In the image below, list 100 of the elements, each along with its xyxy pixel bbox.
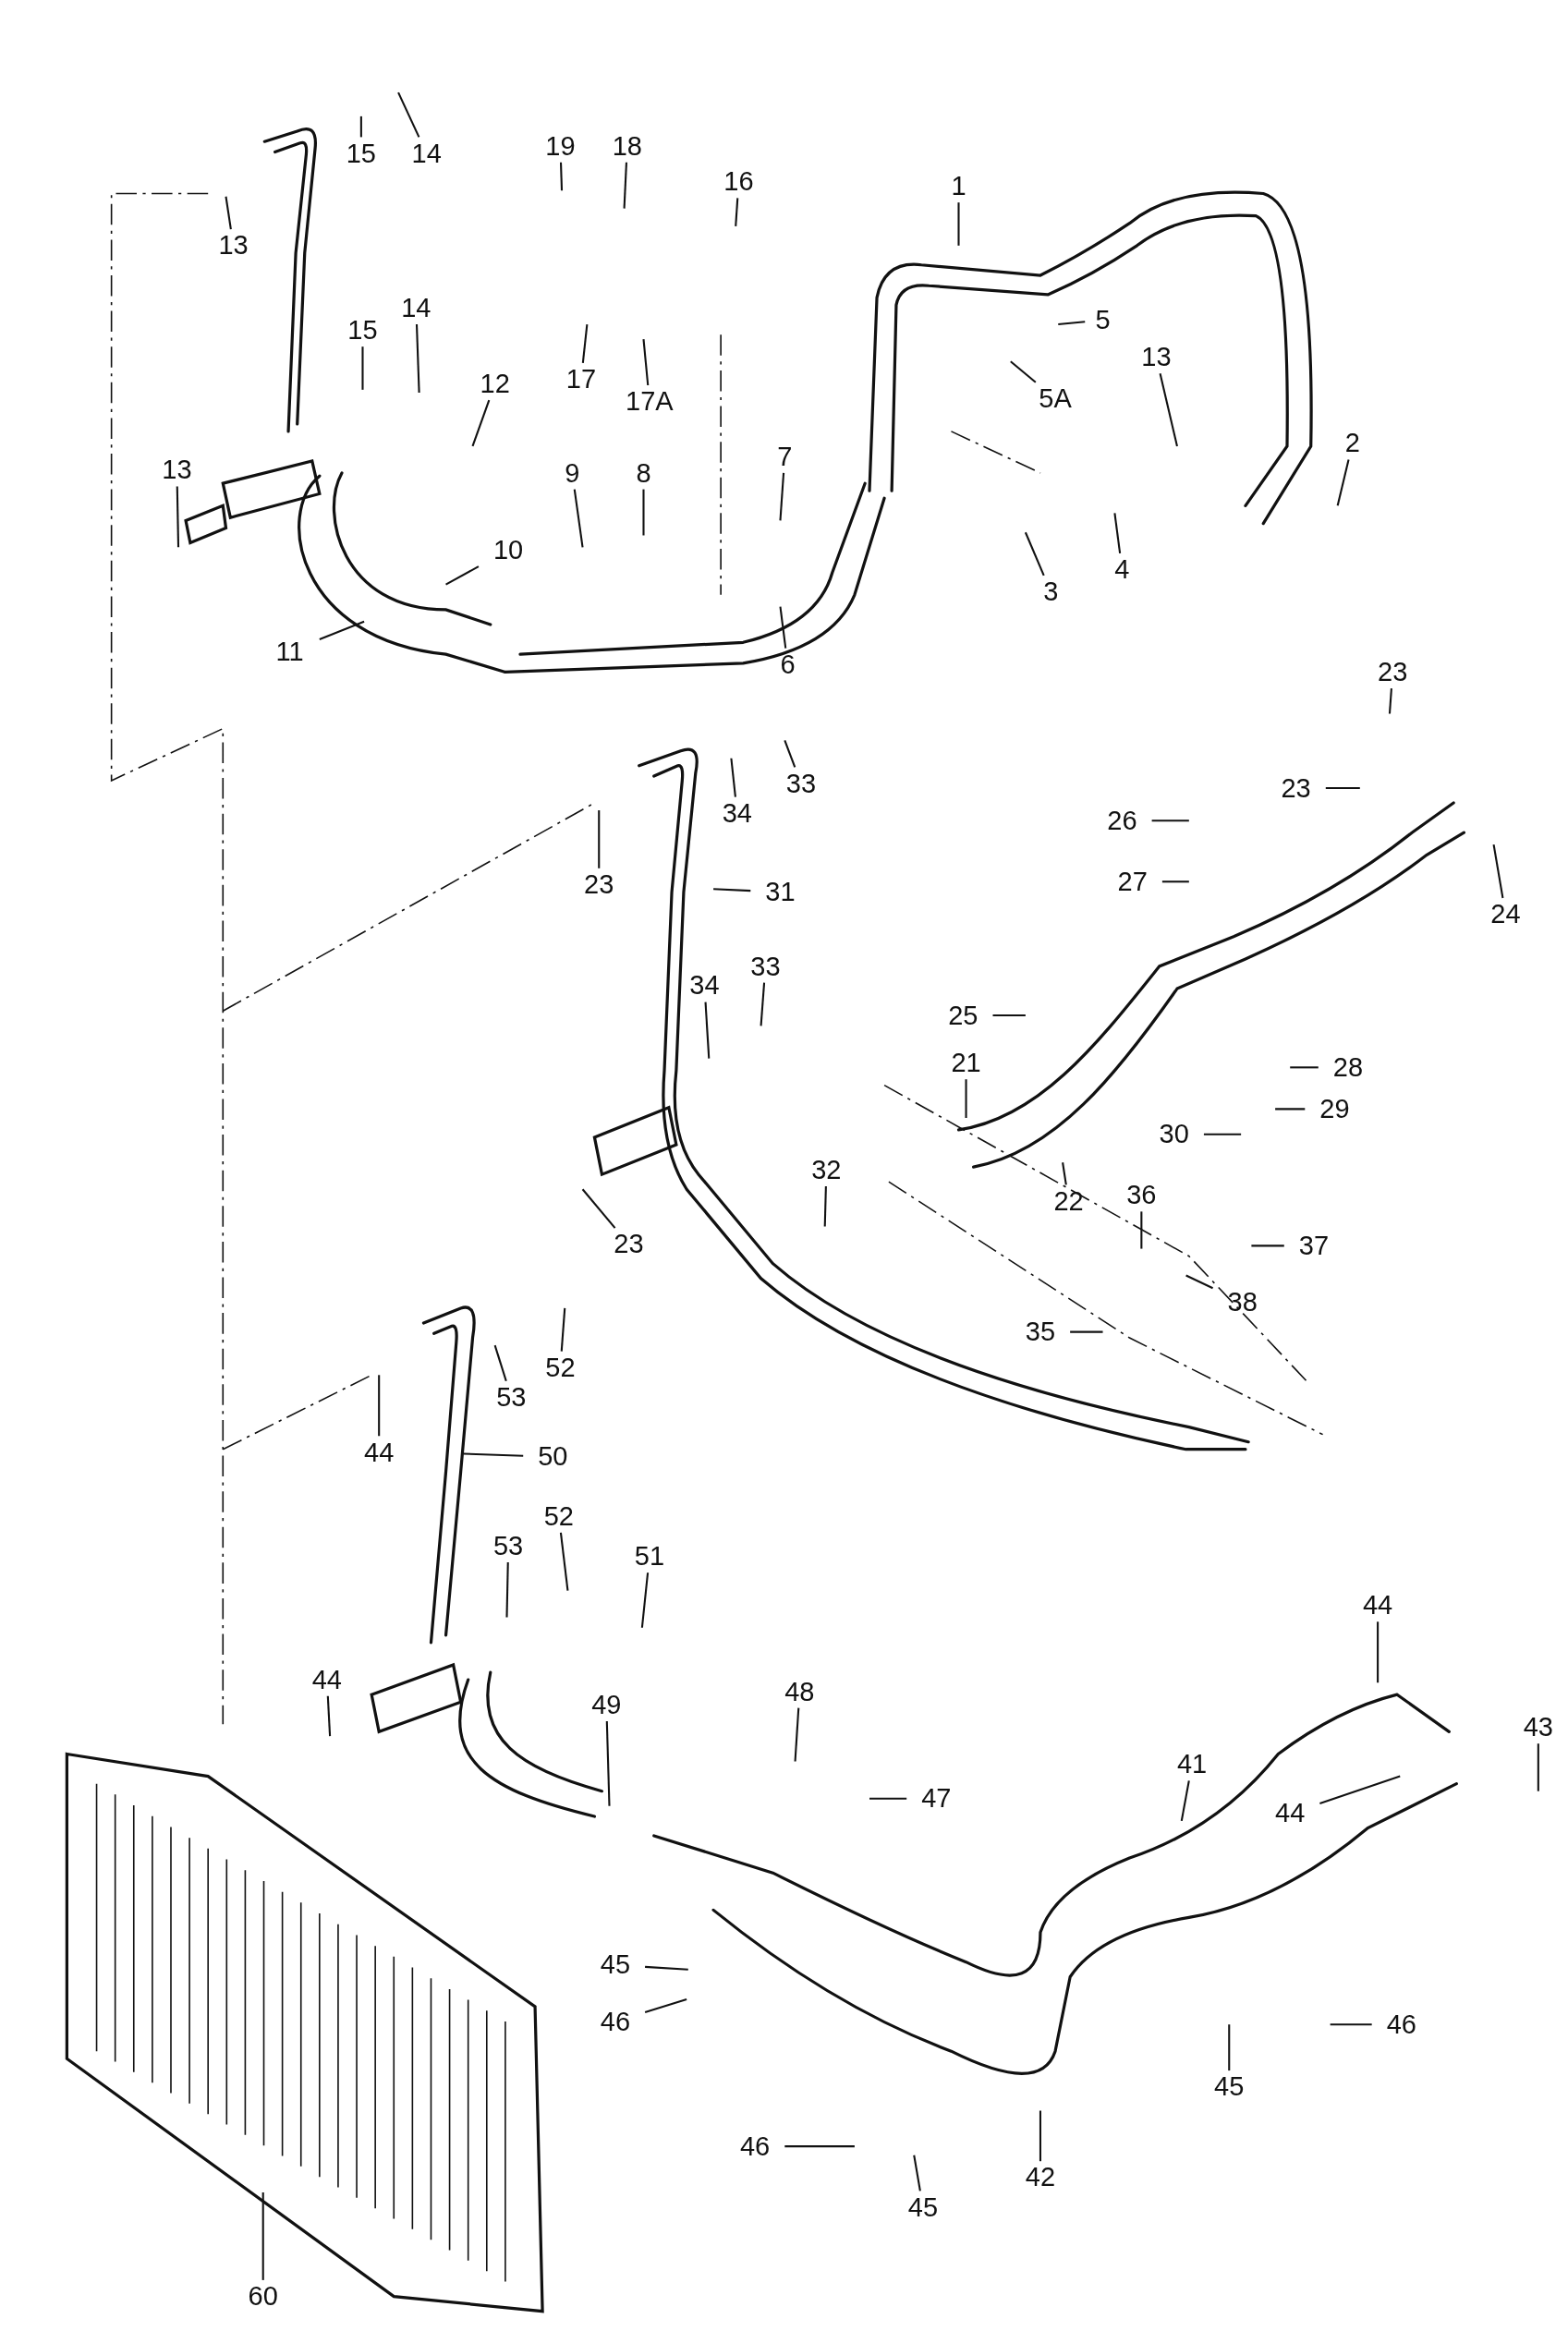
callout-number: 44 <box>364 1439 395 1466</box>
callout-number: 23 <box>584 870 614 898</box>
leader-line <box>559 162 564 191</box>
callout-number: 17 <box>565 365 597 393</box>
callout-number: 23 <box>1378 658 1408 686</box>
callout-number: 14 <box>411 140 442 167</box>
leader-line <box>415 324 420 394</box>
callout-number: 34 <box>689 971 720 999</box>
callout-number: 41 <box>1176 1750 1208 1778</box>
callout-number: 42 <box>1025 2164 1056 2191</box>
callout-number: 5 <box>1095 306 1111 334</box>
leader-line <box>794 1707 800 1762</box>
callout-number: 8 <box>636 459 651 486</box>
leader-line <box>957 202 960 246</box>
leader-line <box>598 810 601 868</box>
callout-number: 28 <box>1332 1053 1364 1081</box>
callout-number: 21 <box>951 1049 981 1076</box>
leader-line <box>642 489 645 536</box>
callout-number: 51 <box>634 1542 665 1570</box>
callout-number: 45 <box>1214 2072 1245 2100</box>
leader-line <box>1185 1274 1213 1290</box>
callout-number: 12 <box>480 370 510 397</box>
callout-number: 60 <box>248 2282 278 2310</box>
leader-line <box>505 1561 509 1618</box>
leader-line <box>326 1695 332 1737</box>
callout-number: 1 <box>951 172 966 200</box>
leader-line <box>1058 321 1086 326</box>
radiator-drawing <box>65 1752 544 2313</box>
leader-line <box>261 2192 264 2280</box>
leader-line <box>869 1797 907 1800</box>
leader-line <box>704 1002 711 1059</box>
leader-line <box>735 198 739 226</box>
leader-line <box>1228 2024 1231 2071</box>
leader-line <box>361 346 364 390</box>
leader-line <box>581 1188 616 1229</box>
callout-number: 5A <box>1039 384 1072 412</box>
leader-line <box>1377 1621 1380 1683</box>
callout-number: 30 <box>1159 1120 1189 1147</box>
callout-number: 44 <box>1275 1799 1306 1827</box>
leader-line <box>560 1307 566 1352</box>
leader-line <box>1151 819 1189 822</box>
leader-line <box>713 888 751 892</box>
callout-number: 44 <box>311 1666 342 1694</box>
callout-number: 53 <box>496 1383 527 1411</box>
leader-line <box>1275 1108 1306 1111</box>
callout-number: 4 <box>1114 555 1130 583</box>
callout-number: 3 <box>1043 577 1059 605</box>
callout-number: 13 <box>218 231 249 259</box>
leader-line <box>1290 1066 1319 1069</box>
leader-line <box>1537 1743 1539 1791</box>
callout-number: 15 <box>346 140 376 167</box>
leader-line <box>644 1997 687 2013</box>
callout-number: 17A <box>626 387 674 415</box>
leader-line <box>1492 844 1504 899</box>
callout-number: 52 <box>545 1354 576 1381</box>
leader-line <box>378 1375 381 1437</box>
leader-line <box>581 323 589 363</box>
leader-line <box>573 489 584 548</box>
callout-number: 35 <box>1025 1317 1056 1345</box>
callout-number: 22 <box>1053 1187 1084 1215</box>
leader-line <box>779 472 785 521</box>
leader-line <box>225 196 232 230</box>
leader-line <box>471 399 491 447</box>
leader-line <box>1336 459 1350 506</box>
leader-line <box>176 486 180 548</box>
callout-number: 23 <box>1281 774 1311 801</box>
leader-line <box>1203 1133 1242 1135</box>
callout-number: 10 <box>493 536 524 564</box>
callout-number: 16 <box>723 167 754 195</box>
leader-line <box>463 1452 524 1457</box>
callout-number: 9 <box>565 459 580 486</box>
leader-line <box>359 115 362 138</box>
leader-line <box>1039 2110 1041 2162</box>
leader-line <box>642 339 650 386</box>
leader-line <box>1161 880 1189 883</box>
callout-number: 46 <box>1386 2010 1416 2038</box>
callout-number: 2 <box>1344 429 1360 456</box>
callout-number: 37 <box>1298 1232 1330 1259</box>
callout-number: 44 <box>1362 1591 1393 1619</box>
leader-line <box>1113 513 1122 553</box>
leader-line <box>605 1721 611 1806</box>
callout-number: 18 <box>612 132 642 160</box>
leader-line <box>445 565 480 586</box>
leader-line <box>965 1079 967 1119</box>
callout-number: 33 <box>785 770 817 797</box>
leader-line <box>640 1572 650 1628</box>
callout-number: 13 <box>162 455 192 483</box>
leader-line <box>784 740 796 768</box>
callout-number: 11 <box>275 637 304 665</box>
leader-line <box>1062 1162 1067 1185</box>
leader-line <box>1330 2023 1372 2026</box>
leader-line <box>397 91 420 138</box>
callout-number: 14 <box>401 294 432 322</box>
leader-line <box>1251 1244 1284 1247</box>
callout-number: 47 <box>921 1784 952 1812</box>
leader-line <box>559 1532 569 1591</box>
leader-line <box>1159 372 1178 447</box>
callout-number: 13 <box>1141 343 1172 370</box>
leader-line <box>1010 360 1037 383</box>
leader-line <box>1325 786 1360 789</box>
